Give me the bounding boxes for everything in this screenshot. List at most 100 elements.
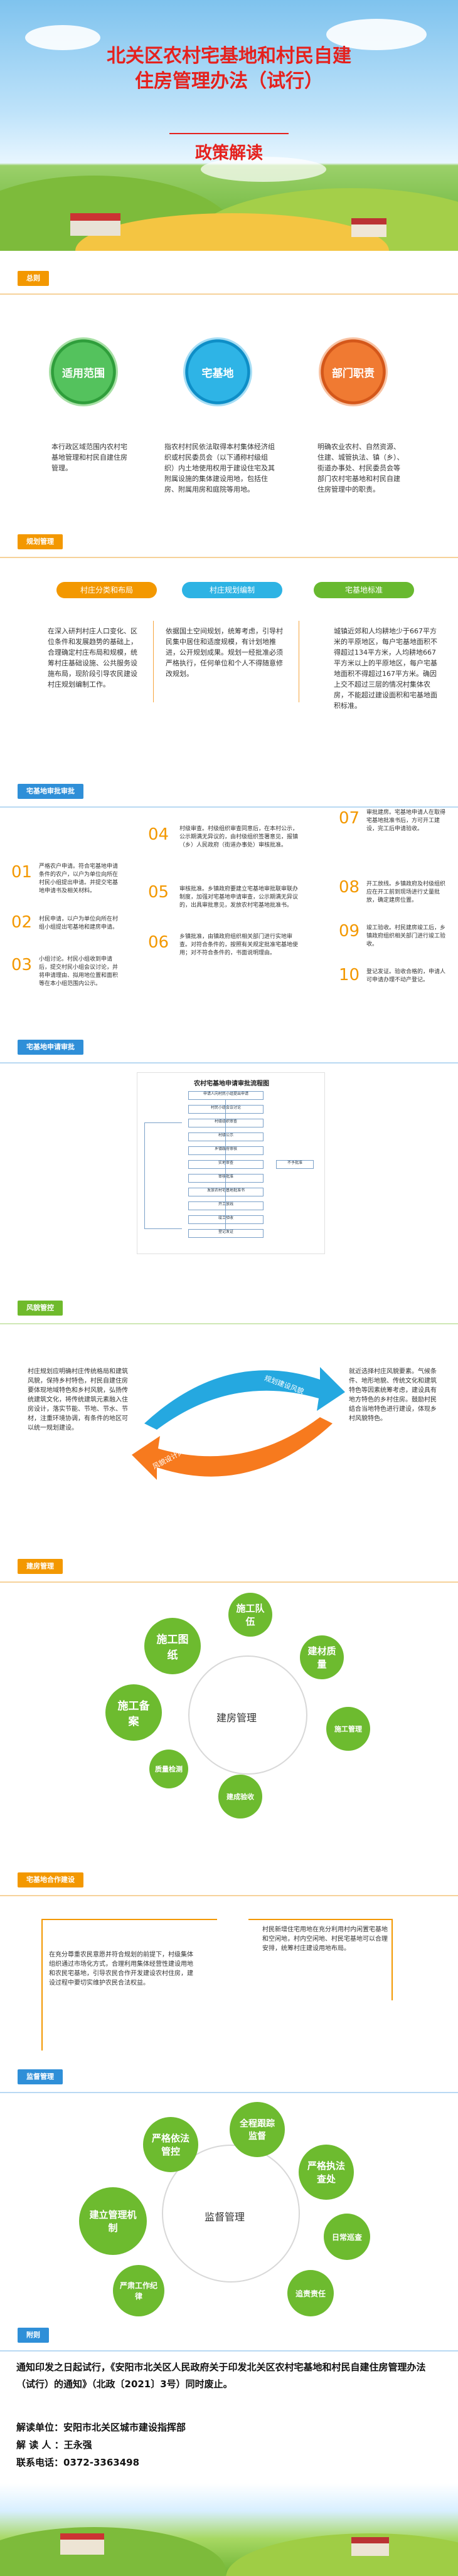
hero-banner: 北关区农村宅基地和村民自建 住房管理办法（试行） 政策解读 [0, 0, 458, 251]
section-divider [0, 557, 458, 558]
title-divider [169, 133, 289, 134]
step-number: 05 [148, 883, 169, 902]
step-number: 06 [148, 933, 169, 952]
construction-ring [188, 1655, 307, 1775]
bubble-discipline: 严肃工作纪律 [113, 2265, 164, 2316]
section-divider [0, 2350, 458, 2352]
section-label-supervision: 监督管理 [18, 2069, 63, 2084]
circle-homestead: 宅基地 [183, 337, 252, 406]
section-divider [0, 293, 458, 295]
bubble-tracking: 全程跟踪监督 [230, 2102, 285, 2157]
house-illustration [351, 218, 386, 237]
flow-connector [144, 1122, 182, 1229]
page-subtitle: 政策解读 [195, 144, 263, 163]
section-label-planning: 规划管理 [18, 534, 63, 549]
step-text: 严格农户申请。符合宅基地申请条件的农户，以户为单位向所在村民小组提出申请。并提交… [39, 863, 119, 894]
step-number: 01 [11, 863, 33, 882]
hill-decoration [0, 2527, 226, 2576]
pill-village-planning: 村庄规划编制 [182, 582, 282, 598]
flow-step-reject: 不予批准 [276, 1160, 314, 1169]
flow-step: 竣工验收 [188, 1215, 264, 1224]
bubble-management: 施工管理 [326, 1707, 370, 1751]
cloud-decoration [25, 25, 100, 50]
pill-homestead-standard: 宅基地标准 [314, 582, 414, 598]
cloud-decoration [326, 19, 427, 50]
planning-text-3: 城镇近郊和人均耕地少于667平方米的平原地区，每户宅基地面积不得超过134平方米… [334, 627, 437, 710]
section-label-style: 风貌管控 [18, 1301, 63, 1316]
section-divider [0, 2092, 458, 2093]
circle-scope: 适用范围 [49, 337, 118, 406]
section-divider [0, 1895, 458, 1896]
bubble-lawful-control: 严格依法管控 [143, 2117, 198, 2172]
flow-step: 开工放线 [188, 1201, 264, 1210]
step-text: 审批建房。宅基地申请人在取得宅基地批准书后，方可开工建设，完工后申请验收。 [366, 810, 446, 832]
homestead-text: 指农村村民依法取得本村集体经济组织或村民委员会（以下通称村级组织）内土地使用权用… [164, 443, 275, 494]
circle-homestead-label: 宅基地 [201, 367, 234, 380]
step-text: 村级审查。村级组织审查同意后，在本村公示，公示期满无异议的，由村级组织签署意见，… [179, 826, 299, 848]
supervision-ring [162, 2145, 300, 2283]
flow-step: 乡镇政府审核 [188, 1146, 264, 1155]
column-divider [153, 621, 154, 702]
step-text: 乡镇批准，由镇政府组织相关部门进行实地审查。对符合条件的，按照有关规定批准宅基地… [179, 934, 299, 956]
cooperation-left-card [41, 1919, 217, 2051]
style-arrows [132, 1367, 345, 1480]
section-label-cooperation: 宅基地合作建设 [18, 1872, 83, 1887]
pill-village-layout: 村庄分类和布局 [56, 582, 157, 598]
bubble-accountability: 追责责任 [287, 2270, 334, 2316]
bubble-acceptance: 建成验收 [218, 1775, 262, 1819]
page-title-line1: 北关区农村宅基地和村民自建 [107, 45, 351, 67]
closing-person: 解 读 人 ：王永强 [16, 2439, 92, 2451]
section-label-flow: 宅基地申请审批 [18, 1040, 83, 1055]
closing-unit: 解读单位：安阳市北关区城市建设指挥部 [16, 2422, 186, 2433]
cooperation-right-card [248, 1919, 393, 2000]
section-label-overview: 总则 [18, 271, 49, 286]
flow-step: 登记发证 [188, 1229, 264, 1238]
duties-text: 明确农业农村、自然资源、住建、城管执法、镇（乡）、街道办事处、村民委员会等部门农… [317, 443, 404, 494]
step-text: 小组讨论。村民小组收到申请后，提交村民小组会议讨论，并将申请理由、拟用地位置和面… [39, 956, 119, 987]
closing-phone: 联系电话：0372-3363498 [16, 2457, 140, 2468]
step-number: 03 [11, 956, 33, 974]
step-text: 村民申请，以户为单位向所在村组小组提出宅基地和建房申请。 [39, 916, 119, 931]
flow-step: 审核批准 [188, 1174, 264, 1183]
style-left-text: 村庄规划应明确村庄传统格局和建筑风貌，保持乡村特色，村民自建住房要体现地域特色和… [28, 1368, 128, 1432]
flow-step: 申请人向村民小组提出申请 [188, 1091, 264, 1100]
step-text: 审核批准。乡镇政府要建立宅基地审批联审联办制度，加强对宅基地申请审查，公示期满无… [179, 886, 299, 909]
circle-duties: 部门职责 [319, 337, 388, 406]
circle-scope-label: 适用范围 [62, 367, 105, 380]
blue-arrow [144, 1367, 345, 1430]
bubble-filing: 施工备案 [105, 1684, 162, 1741]
section-label-construction: 建房管理 [18, 1559, 63, 1574]
orange-arrow [132, 1417, 333, 1480]
planning-text-1: 在深入研判村庄人口变化、区位条件和发展趋势的基础上，合理确定村庄布局和规模，统筹… [48, 627, 137, 689]
step-number: 10 [339, 966, 360, 984]
scope-text: 本行政区域范围内农村宅基地管理和村民自建住房管理。 [51, 443, 127, 472]
bubble-mechanism: 建立管理机制 [79, 2187, 147, 2255]
section-label-approval: 宅基地审批审批 [18, 784, 83, 799]
house-illustration [60, 2533, 104, 2555]
flow-connector [225, 1100, 226, 1229]
bubble-drawings: 施工图纸 [144, 1618, 201, 1674]
footer-landscape [0, 2483, 458, 2576]
cooperation-right-text: 村民新增住宅用地在充分利用村内闲置宅基地和空闲地，村内空闲地、村民宅基地可以合理… [262, 1926, 388, 1952]
bubble-enforcement: 严格执法查处 [299, 2145, 354, 2200]
cloud-decoration [201, 157, 326, 182]
bubble-team: 施工队伍 [228, 1593, 272, 1637]
step-number: 09 [339, 922, 360, 941]
step-number: 07 [339, 809, 360, 828]
bubble-inspection: 质量检测 [149, 1750, 188, 1788]
page-title-line2: 住房管理办法（试行） [135, 70, 323, 92]
section-label-closing: 附则 [18, 2328, 49, 2343]
section-divider [0, 1323, 458, 1324]
construction-center: 建房管理 [216, 1712, 257, 1724]
flow-step: 实地审查 [188, 1160, 264, 1169]
flowchart-title: 农村宅基地申请审批流程图 [194, 1080, 269, 1087]
cooperation-left-text: 在充分尊重农民意愿并符合规划的前提下，村级集体组织通过市场化方式，合理利用集体经… [49, 1951, 193, 1987]
supervision-center: 监督管理 [205, 2211, 245, 2223]
planning-text-2: 依据国土空间规划，统筹考虑，引导村民集中居住和适度规模，有计划地推进，公开规划成… [166, 627, 283, 678]
step-text: 登记发证。验收合格的，申请人可申请办理不动产登记。 [366, 969, 446, 983]
style-right-text: 就近选择村庄风貌要素。气候条件、地形地貌、传统文化和建筑特色等因素统筹考虑，建设… [349, 1368, 437, 1422]
hill-decoration [226, 2533, 458, 2576]
circle-duties-label: 部门职责 [332, 367, 375, 380]
flow-step: 村级组织审查 [188, 1119, 264, 1127]
flow-step: 村民小组会议讨论 [188, 1105, 264, 1114]
